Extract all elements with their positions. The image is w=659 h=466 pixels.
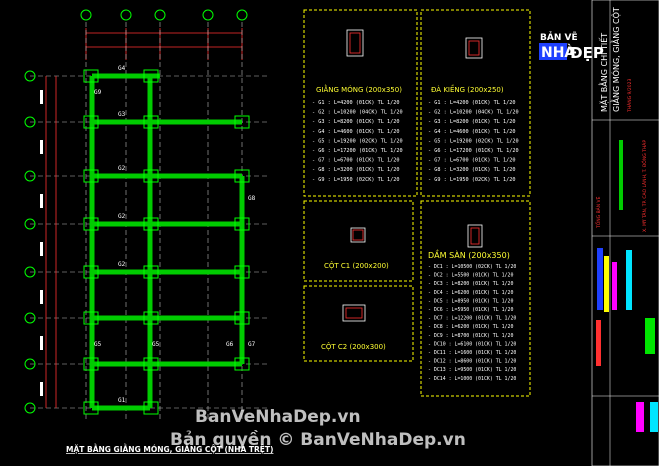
detail-row: - G3 : L=8200 (01CK) TL 1/20 [428,119,515,125]
owner-label: TỔNG BẢN VẼ [594,196,602,229]
da-kieng-frame [420,9,531,197]
beam-label: G8 [248,195,256,202]
detail-row: - G2 : L=10200 (04CK) TL 1/20 [428,110,519,116]
detail-row: - G7 : L=6700 (01CK) TL 1/20 [428,158,515,164]
logo-line1: BẢN VẼ [540,31,578,43]
drawing-date: THÁNG 9/2023 [626,79,633,113]
beam-label: G5 [152,341,160,348]
detail-row: - DC7 : L=12200 (01CK) TL 1/20 [428,316,516,322]
detail-row: - G6 : L=17200 (01CK) TL 1/20 [428,148,519,154]
cot-c2-section [342,304,366,322]
colored-stripe [619,140,623,210]
beam-label: G9 [94,89,102,96]
logo-dep: ĐẸP [570,44,604,62]
detail-row: - DC12 : L=8600 (01CK) TL 1/20 [428,359,516,365]
detail-row: - DC4 : L=6200 (01CK) TL 1/20 [428,290,513,296]
detail-row: - DC10 : L=6100 (01CK) TL 1/20 [428,341,516,347]
watermark-brand: BanVeNhaDep.vn [195,407,361,427]
colored-stripe [645,318,655,354]
detail-row: - G8 : L=3200 (01CK) TL 1/20 [428,167,515,173]
cot-c1-title: CỘT C1 (200x200) [324,261,389,270]
colored-stripe [626,250,632,310]
detail-row: - DC2 : L=5500 (01CK) TL 1/20 [428,273,513,279]
giang-mong-section [346,29,364,57]
drawing-subtitle: GIẰNG MÓNG, GIẰNG CỘT [609,7,621,112]
detail-row: - G7 : L=6700 (01CK) TL 1/20 [312,158,399,164]
detail-row: - G5 : L=19200 (02CK) TL 1/20 [428,138,519,144]
beam-label: G5 [94,341,102,348]
drawing-title: MẶT BẰNG CHI TIẾT [597,33,610,112]
colored-stripe [636,402,644,432]
logo-nha: NHÀ [541,44,575,61]
dam-san-list: - DC1 : L=10500 (02CK) TL 1/20 - DC2 : L=… [428,264,516,382]
logo-badge [539,43,567,60]
detail-row: - G6 : L=17200 (01CK) TL 1/20 [312,148,403,154]
da-kieng-list: - G1 : L=4200 (01CK) TL 1/20 - G2 : L=102… [428,100,519,183]
detail-row: - G4 : L=4600 (01CK) TL 1/20 [428,129,515,135]
beam-label: G3 [118,111,126,118]
foundation-beams [89,73,245,411]
beam-labels: G4 G3 G2 G2 G2 G1 G5 G5 G6 G7 G8 G9 [94,65,256,404]
column-pads [83,69,250,415]
detail-row: - G4 : L=4600 (01CK) TL 1/20 [312,129,399,135]
da-kieng-section [465,37,483,59]
cot-c1-frame [303,200,414,282]
detail-row: - G8 : L=3200 (01CK) TL 1/20 [312,167,399,173]
dam-san-title: DẦM SÀN (200x350) [428,248,510,260]
giang-mong-frame [303,9,418,197]
watermark-copyright: Bản quyền © BanVeNhaDep.vn [170,430,466,450]
dam-san-frame [420,200,531,397]
beam-label: G4 [118,65,126,72]
foundation-beam-plan: G4 G3 G2 G2 G2 G1 G5 G5 G6 G7 G8 G9 MẶT … [24,9,273,454]
da-kieng-title: ĐÀ KIỀNG (200x250) [431,84,504,94]
beam-label: G1 [118,397,126,404]
plan-caption: MẶT BẰNG GIẰNG MÓNG, GIẰNG CỘT (NHÀ TRỆT… [66,444,273,454]
detail-row: - G9 : L=1950 (02CK) TL 1/20 [312,177,399,183]
dimension-lines-left [45,76,57,408]
detail-row: - G1 : L=4200 (01CK) TL 1/20 [428,100,515,106]
colored-stripe [612,262,617,310]
detail-row: - G3 : L=8200 (01CK) TL 1/20 [312,119,399,125]
beam-label: G2 [118,213,126,220]
dimension-lines-top [85,28,243,60]
detail-panels: GIẰNG MÓNG (200x350) - G1 : L=4200 (01CK… [303,9,531,397]
beam-label: G7 [248,341,256,348]
project-location: X. MỸ TÂN, TP. CAO LÃNH, T. ĐỒNG THÁP [639,140,648,232]
detail-row: - G9 : L=1950 (02CK) TL 1/20 [428,177,515,183]
section-sketches [342,29,483,322]
giang-mong-list: - G1 : L=4200 (01CK) TL 1/20 - G2 : L=102… [312,100,403,183]
beam-label: G2 [118,165,126,172]
cot-c1-section [350,227,366,243]
detail-row: - G2 : L=10200 (04CK) TL 1/20 [312,110,403,116]
beam-label: G6 [226,341,234,348]
detail-row: - DC13 : L=9500 (01CK) TL 1/20 [428,367,516,373]
dimension-text-left [40,90,43,396]
detail-row: - DC3 : L=8200 (01CK) TL 1/20 [428,281,513,287]
site-logo: BẢN VẼ NHÀ ĐẸP [539,31,604,62]
colored-stripe [650,402,658,432]
axis-bubbles [24,9,248,414]
detail-row: - DC14 : L=1000 (01CK) TL 1/20 [428,376,516,382]
dam-san-section [467,224,483,248]
colored-stripe [604,256,609,312]
title-block: MẶT BẰNG CHI TIẾT GIẰNG MÓNG, GIẰNG CỘT … [591,0,659,466]
detail-row: - DC5 : L=8950 (01CK) TL 1/20 [428,298,513,304]
cot-c2-title: CỘT C2 (200x300) [321,342,386,351]
detail-row: - DC9 : L=8700 (01CK) TL 1/20 [428,333,513,339]
detail-row: - DC11 : L=1600 (01CK) TL 1/20 [428,350,516,356]
detail-row: - DC1 : L=10500 (02CK) TL 1/20 [428,264,516,270]
detail-row: - G5 : L=19200 (02CK) TL 1/20 [312,138,403,144]
detail-row: - G1 : L=4200 (01CK) TL 1/20 [312,100,399,106]
giang-mong-title: GIẰNG MÓNG (200x350) [316,84,402,94]
colored-stripe [597,248,603,310]
detail-row: - DC8 : L=6200 (01CK) TL 1/20 [428,324,513,330]
colored-stripe [596,320,601,366]
beam-label: G2 [118,261,126,268]
cot-c2-frame [303,285,414,362]
detail-row: - DC6 : L=5950 (01CK) TL 1/20 [428,307,513,313]
